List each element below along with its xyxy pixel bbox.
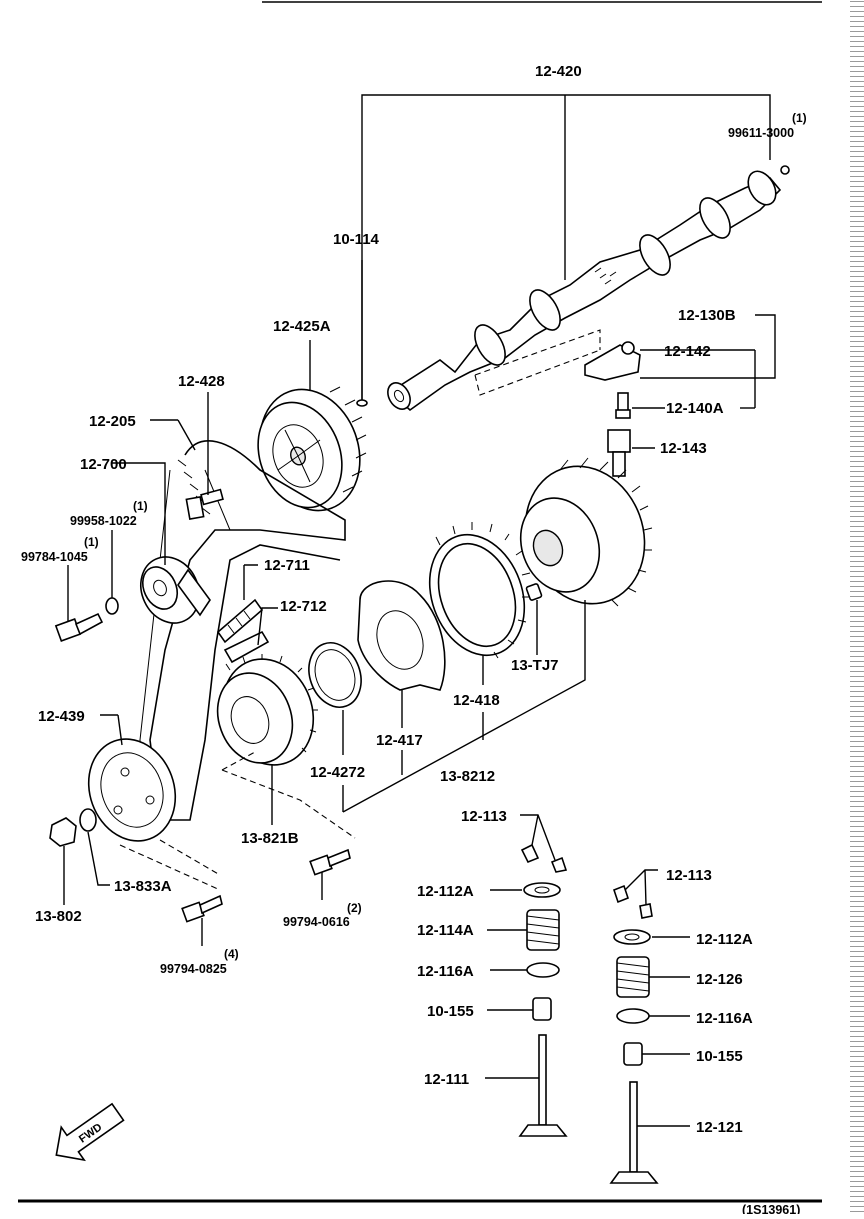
label-12-130B: 12-130B [678,307,736,324]
bolt-12-428 [185,488,224,520]
timing-belt-12-205 [149,440,346,821]
label-12-712: 12-712 [280,598,327,615]
leader-13-8212 [342,600,586,813]
label-99958-1022: 99958-1022 [70,514,137,528]
leader-12-700 [112,462,166,565]
label-12-116A-right: 12-116A [696,1010,753,1027]
label-12-112A-left: 12-112A [417,883,474,900]
label-12-121: 12-121 [696,1119,743,1136]
qty-99958: (1) [133,499,148,513]
retainer-12-112A-right [613,929,651,945]
leader-12-439 [117,714,123,746]
valve-12-121 [609,1081,659,1184]
label-12-205: 12-205 [89,413,136,430]
spring-12-114A [526,909,560,951]
tensioner-12-700 [140,556,211,624]
label-10-114: 10-114 [333,231,380,248]
pin-13-TJ7 [525,583,543,601]
label-13-833A: 13-833A [114,878,172,895]
label-12-112A-right: 12-112A [696,931,753,948]
spring-seat-12-116A-left [526,962,560,978]
label-99611-3000: 99611-3000 [728,126,794,140]
label-99794-0616: 99794-0616 [283,915,350,929]
bolt-99794-0616 [309,848,351,876]
ring-gear-12-418 [428,522,531,659]
scan-edge [850,0,864,1214]
document-number: (1S13961) [742,1203,800,1214]
spring-12-126 [616,956,650,998]
label-12-417: 12-417 [376,732,423,749]
bolt-99794-0825 [181,894,223,923]
bolt-13-802 [49,817,77,847]
spacer-12-712 [223,630,270,664]
retainer-12-112A-left [523,882,561,898]
label-12-114A: 12-114A [417,922,474,939]
label-12-140A: 12-140A [666,400,724,417]
label-12-425A: 12-425A [273,318,331,335]
label-12-126: 12-126 [696,971,743,988]
washer-13-833A [79,808,97,832]
leader-12-130B [640,314,776,379]
label-99794-0825: 99794-0825 [160,962,227,976]
dowel-pin-10-114 [356,399,368,407]
label-12-428: 12-428 [178,373,225,390]
qty-99794-0616: (2) [347,901,362,915]
label-12-113-left: 12-113 [461,808,507,825]
label-13-TJ7: 13-TJ7 [511,657,559,674]
label-13-8212: 13-8212 [440,768,495,785]
label-12-142: 12-142 [664,343,711,360]
leader-12-420 [361,94,771,400]
seal-ring-12-4272 [308,642,362,708]
qty-99611: (1) [792,111,807,125]
washer-99958-1022 [105,597,119,615]
label-12-143: 12-143 [660,440,707,457]
label-12-418: 12-418 [453,692,500,709]
label-12-113-right: 12-113 [666,867,712,884]
valve-keeper-12-113-left [520,843,568,873]
valve-seal-10-155-left [532,997,552,1021]
bolt-99784-1045 [54,612,104,642]
label-12-111: 12-111 [424,1071,469,1088]
label-10-155-right: 10-155 [696,1048,743,1065]
label-12-439: 12-439 [38,708,85,725]
label-99784-1045: 99784-1045 [21,550,88,564]
qty-99794-0825: (4) [224,947,239,961]
lash-adjuster-12-143 [607,429,631,477]
rocker-12-130B [584,341,641,381]
label-12-420: 12-420 [535,63,582,80]
spring-seat-12-116A-right [616,1008,650,1024]
crank-pulley-12-439 [87,738,177,842]
camshaft [387,170,782,412]
valve-seal-10-155-right [623,1042,643,1066]
label-13-802: 13-802 [35,908,82,925]
cam-pulley-12-425A [257,386,367,512]
crank-pulley-13-821B [216,654,318,766]
label-12-711: 12-711 [264,557,310,574]
sprocket-large-13-8212 [519,457,653,607]
label-12-700: 12-700 [80,456,127,473]
qty-99784: (1) [84,535,99,549]
leader-12-205 [177,419,196,451]
plate-12-417 [357,580,446,691]
label-10-155-left: 10-155 [427,1003,474,1020]
adjust-screw-12-140A [615,392,631,419]
valve-12-111 [518,1034,568,1137]
label-13-821B: 13-821B [241,830,299,847]
label-12-4272: 12-4272 [310,764,365,781]
label-12-116A-left: 12-116A [417,963,474,980]
fwd-arrow-icon: FWD [55,1102,125,1162]
plug-99611 [780,165,790,175]
